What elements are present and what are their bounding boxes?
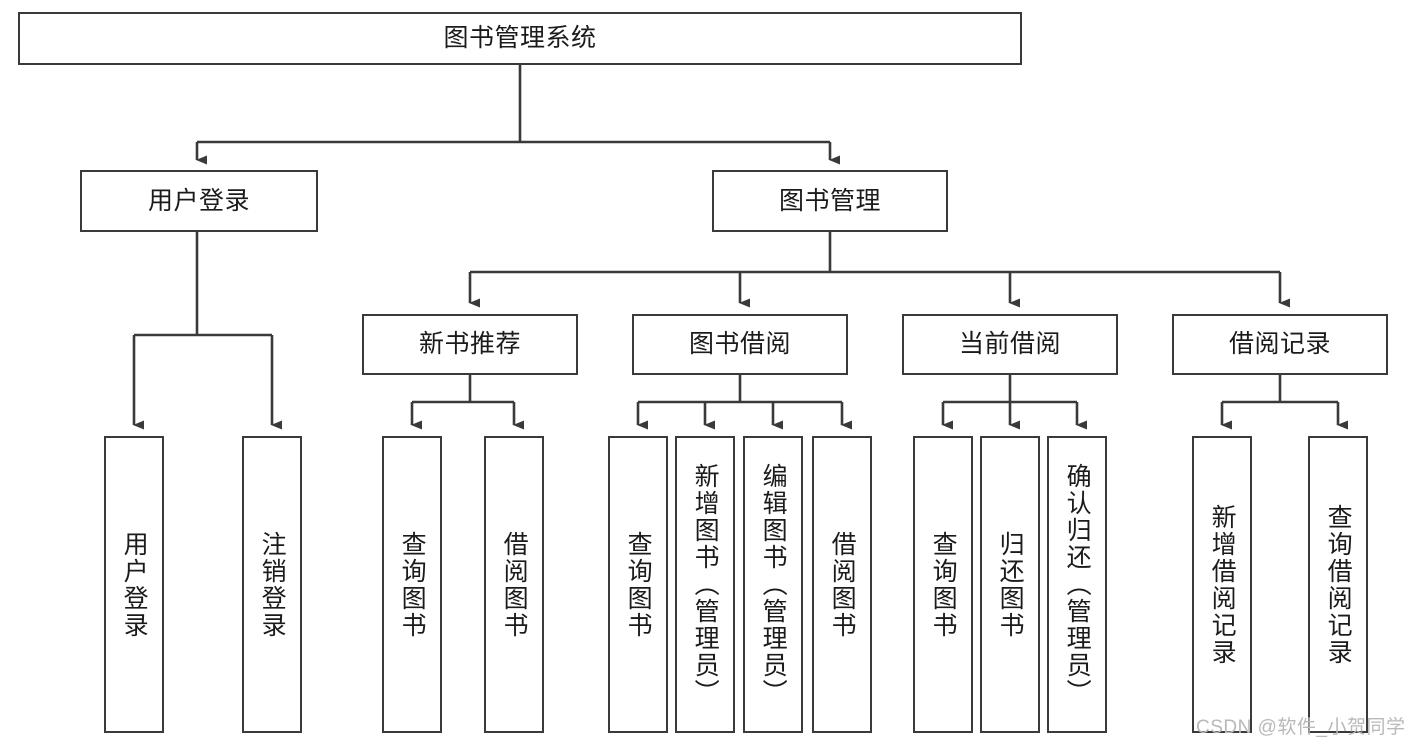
node-leaf-logout-login[interactable]: 注销登录 — [242, 436, 302, 733]
node-leaf-return-book[interactable]: 归还图书 — [980, 436, 1040, 733]
node-label: 归还图书 — [996, 530, 1025, 639]
node-label: 查询图书 — [929, 530, 958, 639]
node-leaf-query-book-current[interactable]: 查询图书 — [913, 436, 973, 733]
node-leaf-query-book-borrow[interactable]: 查询图书 — [608, 436, 668, 733]
node-user-login[interactable]: 用户登录 — [80, 170, 318, 232]
node-leaf-borrow-book-recommend[interactable]: 借阅图书 — [484, 436, 544, 733]
node-label: 图书借阅 — [688, 330, 791, 359]
node-leaf-add-book-admin[interactable]: 新增图书（管理员） — [675, 436, 735, 733]
node-label: 当前借阅 — [958, 330, 1061, 359]
node-label: 查询图书 — [624, 530, 653, 639]
node-root-book-management-system[interactable]: 图书管理系统 — [18, 12, 1022, 65]
node-label: 查询图书 — [398, 530, 427, 639]
node-label: 编辑图书（管理员） — [759, 463, 788, 706]
node-new-book-recommend[interactable]: 新书推荐 — [362, 314, 578, 375]
node-label: 新增图书（管理员） — [691, 463, 720, 706]
node-label: 确认归还（管理员） — [1063, 463, 1092, 706]
node-label: 新增借阅记录 — [1208, 503, 1237, 666]
node-leaf-borrow-book[interactable]: 借阅图书 — [812, 436, 872, 733]
node-label: 图书管理 — [778, 186, 881, 215]
csdn-watermark: CSDN @软件_小贺同学 — [1196, 717, 1405, 738]
node-leaf-add-borrow-record[interactable]: 新增借阅记录 — [1192, 436, 1252, 733]
node-leaf-query-borrow-record[interactable]: 查询借阅记录 — [1308, 436, 1368, 733]
node-leaf-edit-book-admin[interactable]: 编辑图书（管理员） — [743, 436, 803, 733]
node-borrow-record[interactable]: 借阅记录 — [1172, 314, 1388, 375]
node-leaf-user-login[interactable]: 用户登录 — [104, 436, 164, 733]
node-label: 图书管理系统 — [443, 24, 597, 53]
node-label: 借阅图书 — [500, 530, 529, 639]
node-label: 借阅记录 — [1228, 330, 1331, 359]
node-leaf-confirm-return-admin[interactable]: 确认归还（管理员） — [1047, 436, 1107, 733]
node-book-borrow[interactable]: 图书借阅 — [632, 314, 848, 375]
node-label: 注销登录 — [258, 530, 287, 639]
node-leaf-query-book-recommend[interactable]: 查询图书 — [382, 436, 442, 733]
node-label: 新书推荐 — [418, 330, 521, 359]
node-current-borrow[interactable]: 当前借阅 — [902, 314, 1118, 375]
node-label: 借阅图书 — [828, 530, 857, 639]
node-label: 查询借阅记录 — [1324, 503, 1353, 666]
node-label: 用户登录 — [120, 530, 149, 639]
node-label: 用户登录 — [147, 186, 250, 215]
node-book-management[interactable]: 图书管理 — [712, 170, 948, 232]
